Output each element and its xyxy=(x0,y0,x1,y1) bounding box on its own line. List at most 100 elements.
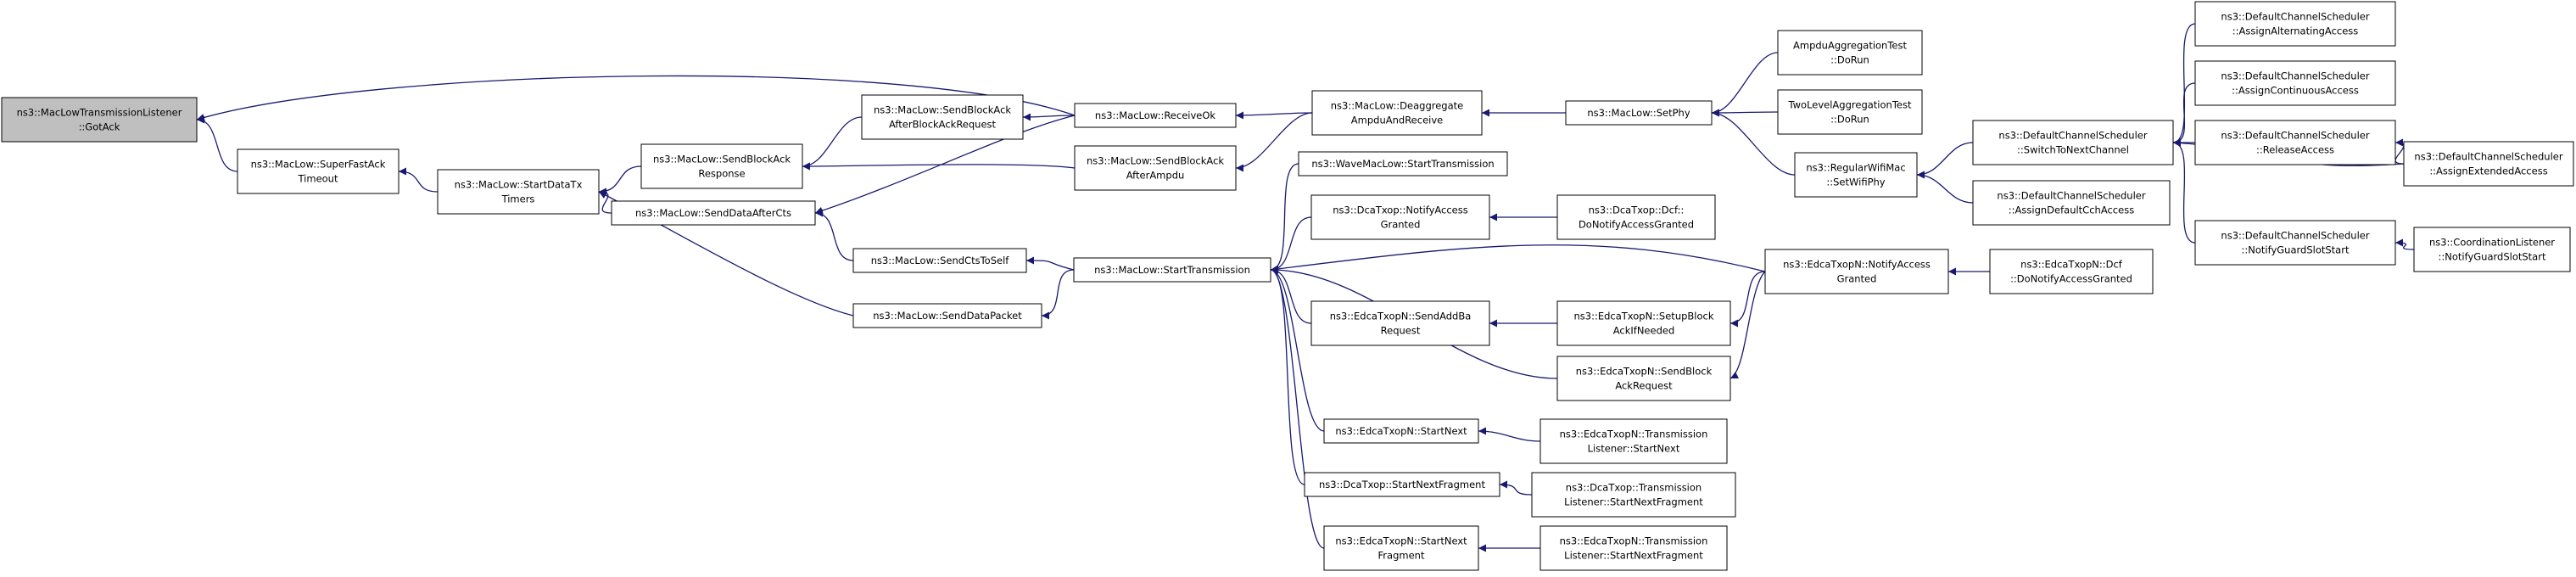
edge-regularwifimac-to-setphy xyxy=(1711,109,1796,176)
node-label: ns3::RegularWifiMac xyxy=(1806,162,1905,174)
node-ampduaggtest[interactable]: AmpduAggregationTest::DoRun xyxy=(1777,30,1923,76)
node-edcadcf[interactable]: ns3::EdcaTxopN::Dcf::DoNotifyAccessGrant… xyxy=(1989,249,2154,294)
node-regularwifimac[interactable]: ns3::RegularWifiMac::SetWifiPhy xyxy=(1794,152,1918,198)
node-edcatlstartnextfrag[interactable]: ns3::EdcaTxopN::TransmissionListener::St… xyxy=(1539,525,1728,571)
node-starttransmission[interactable]: ns3::MacLow::StartTransmission xyxy=(1073,257,1271,283)
edge-assigncontinuous-to-switchtonext xyxy=(2172,82,2196,147)
node-coordlistener[interactable]: ns3::CoordinationListener::NotifyGuardSl… xyxy=(2413,227,2571,272)
node-box xyxy=(1989,249,2154,294)
node-dcastartnextfrag[interactable]: ns3::DcaTxop::StartNextFragment xyxy=(1304,472,1500,497)
edge-superfast-to-gotack xyxy=(196,115,238,172)
edge-ampduaggtest-to-setphy xyxy=(1711,52,1779,117)
node-box xyxy=(852,303,1042,328)
node-senddataafter[interactable]: ns3::MacLow::SendDataAfterCts xyxy=(611,200,816,226)
node-box xyxy=(1074,103,1237,128)
node-box xyxy=(1764,249,1949,294)
node-label: Listener::StartNext xyxy=(1588,443,1680,455)
node-setphy[interactable]: ns3::MacLow::SetPhy xyxy=(1565,100,1713,126)
node-assigncontinuous[interactable]: ns3::DefaultChannelScheduler::AssignCont… xyxy=(2194,60,2396,106)
node-label: ::AssignContinuousAccess xyxy=(2232,85,2359,97)
node-box xyxy=(1539,525,1728,571)
node-wavemac[interactable]: ns3::WaveMacLow::StartTransmission xyxy=(1298,151,1508,176)
node-releaseaccess[interactable]: ns3::DefaultChannelScheduler::ReleaseAcc… xyxy=(2194,120,2396,165)
node-box xyxy=(1,97,198,143)
node-label: Response xyxy=(698,168,745,180)
node-box xyxy=(1310,300,1490,346)
node-box xyxy=(1073,257,1271,283)
node-edcastartnext[interactable]: ns3::EdcaTxopN::StartNext xyxy=(1323,418,1479,444)
node-box xyxy=(2403,141,2574,187)
node-label: ::SetWifiPhy xyxy=(1826,176,1885,188)
node-label: ns3::WaveMacLow::StartTransmission xyxy=(1311,158,1494,170)
node-twolevelagg[interactable]: TwoLevelAggregationTest::DoRun xyxy=(1777,89,1923,135)
node-box xyxy=(640,143,803,189)
edge-deaggregate-to-receiveok xyxy=(1235,111,1313,120)
node-label: ns3::MacLow::SendBlockAck xyxy=(1087,155,1224,167)
node-sendbaafterbar[interactable]: ns3::MacLow::SendBlockAckAfterBlockAckRe… xyxy=(861,94,1024,140)
node-assigndefaultcch[interactable]: ns3::DefaultChannelScheduler::AssignDefa… xyxy=(1972,180,2171,226)
node-box xyxy=(1556,300,1731,346)
edge-edcanotify-to-starttransmission xyxy=(1270,244,1766,273)
node-edcastartnextfrag[interactable]: ns3::EdcaTxopN::StartNextFragment xyxy=(1323,525,1479,571)
node-dcatlstartnextfrag[interactable]: ns3::DcaTxop::TransmissionListener::Star… xyxy=(1531,472,1736,518)
node-senddatapacket[interactable]: ns3::MacLow::SendDataPacket xyxy=(852,303,1042,328)
node-label: ::NotifyGuardSlotStart xyxy=(2242,244,2350,256)
edge-assignextended-to-releaseaccess xyxy=(2394,138,2405,165)
edge-twolevelagg-to-setphy xyxy=(1711,109,1779,117)
edge-assigndefaultcch-to-regularwifimac xyxy=(1916,171,1974,204)
node-edcatlstartnext[interactable]: ns3::EdcaTxopN::TransmissionListener::St… xyxy=(1539,418,1728,464)
node-label: TwoLevelAggregationTest xyxy=(1788,99,1912,111)
node-box xyxy=(1556,356,1731,401)
node-label: ::DoNotifyAccessGranted xyxy=(2010,273,2132,285)
node-dcatxopdcf[interactable]: ns3::DcaTxop::Dcf::DoNotifyAccessGranted xyxy=(1556,194,1716,240)
node-label: AckRequest xyxy=(1615,380,1673,392)
node-box xyxy=(1565,100,1713,126)
node-label: ns3::DefaultChannelScheduler xyxy=(2221,130,2369,142)
edge-sendbaafterampdu-to-sendblockackresp xyxy=(802,162,1076,171)
edge-receiveok-to-senddataafter xyxy=(814,115,1076,215)
node-receiveok[interactable]: ns3::MacLow::ReceiveOk xyxy=(1074,103,1237,128)
node-assignextended[interactable]: ns3::DefaultChannelScheduler::AssignExte… xyxy=(2403,141,2574,187)
node-box xyxy=(1539,418,1728,464)
node-label: ns3::DcaTxop::StartNextFragment xyxy=(1319,479,1485,490)
node-gotack[interactable]: ns3::MacLowTransmissionListener::GotAck xyxy=(1,97,198,143)
node-label: ns3::DcaTxop::Transmission xyxy=(1566,482,1702,494)
node-box xyxy=(1311,90,1483,136)
node-label: ns3::CoordinationListener xyxy=(2429,237,2555,249)
node-box xyxy=(1777,89,1923,135)
edge-notifyguardslot-to-switchtonext xyxy=(2172,138,2196,244)
node-switchtonext[interactable]: ns3::DefaultChannelScheduler::SwitchToNe… xyxy=(1972,120,2174,165)
node-label: ::DoRun xyxy=(1830,114,1869,126)
node-sendctstoself[interactable]: ns3::MacLow::SendCtsToSelf xyxy=(852,248,1027,273)
node-box xyxy=(1972,180,2171,226)
edge-receiveok-to-sendbaafterbar xyxy=(1022,113,1076,121)
node-label: ns3::MacLow::SuperFastAck xyxy=(251,159,386,171)
node-label: ns3::DefaultChannelScheduler xyxy=(2414,151,2562,163)
node-label: Fragment xyxy=(1378,550,1425,562)
node-label: ns3::DefaultChannelScheduler xyxy=(2221,230,2369,242)
node-label: ::SwitchToNextChannel xyxy=(2017,144,2129,156)
node-notifyguardslot[interactable]: ns3::DefaultChannelScheduler::NotifyGuar… xyxy=(2194,220,2396,266)
node-label: ns3::EdcaTxopN::Transmission xyxy=(1560,535,1708,547)
node-box xyxy=(237,148,400,194)
node-dcatxopnotify[interactable]: ns3::DcaTxop::NotifyAccessGranted xyxy=(1310,194,1490,240)
node-assignalternating[interactable]: ns3::DefaultChannelScheduler::AssignAlte… xyxy=(2194,1,2396,47)
edge-sendbaafterbar-to-sendblockackresp xyxy=(802,116,863,171)
edge-edcastartnextfrag-to-starttransmission xyxy=(1270,266,1325,549)
node-label: ns3::EdcaTxopN::SetupBlock xyxy=(1573,311,1713,322)
node-box xyxy=(1323,418,1479,444)
node-box xyxy=(2413,227,2571,272)
edge-dcatxopnotify-to-starttransmission xyxy=(1270,216,1312,274)
edge-edcanotify-to-edcasetupblock xyxy=(1729,271,1766,328)
node-box xyxy=(2194,1,2396,47)
node-edcanotify[interactable]: ns3::EdcaTxopN::NotifyAccessGranted xyxy=(1764,249,1949,294)
